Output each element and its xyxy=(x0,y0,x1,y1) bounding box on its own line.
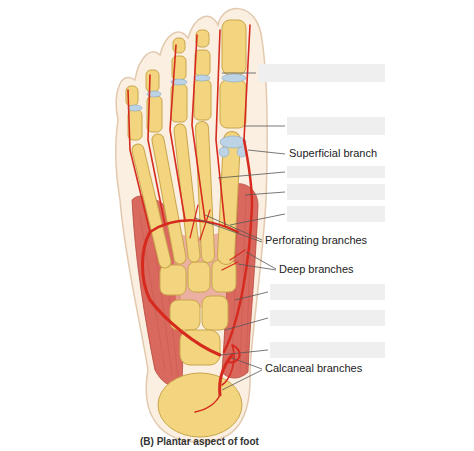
figure-caption: (B) Plantar aspect of foot xyxy=(140,436,259,448)
calcaneus xyxy=(158,373,242,437)
branch-label: Deep branches xyxy=(278,263,355,276)
branch-label: Calcaneal branches xyxy=(264,362,363,375)
calcaneal-loop xyxy=(228,345,240,362)
leader-lines xyxy=(195,73,285,390)
joint-cartilage xyxy=(128,74,247,157)
branch-label: Superficial branch xyxy=(288,147,378,160)
blank-label-boxes xyxy=(258,64,385,358)
metatarsal-fill xyxy=(138,128,232,262)
branch-label: Perforating branches xyxy=(264,234,368,247)
skin-outline xyxy=(116,9,267,442)
phalanges xyxy=(126,20,246,140)
metatarsals xyxy=(138,128,232,262)
